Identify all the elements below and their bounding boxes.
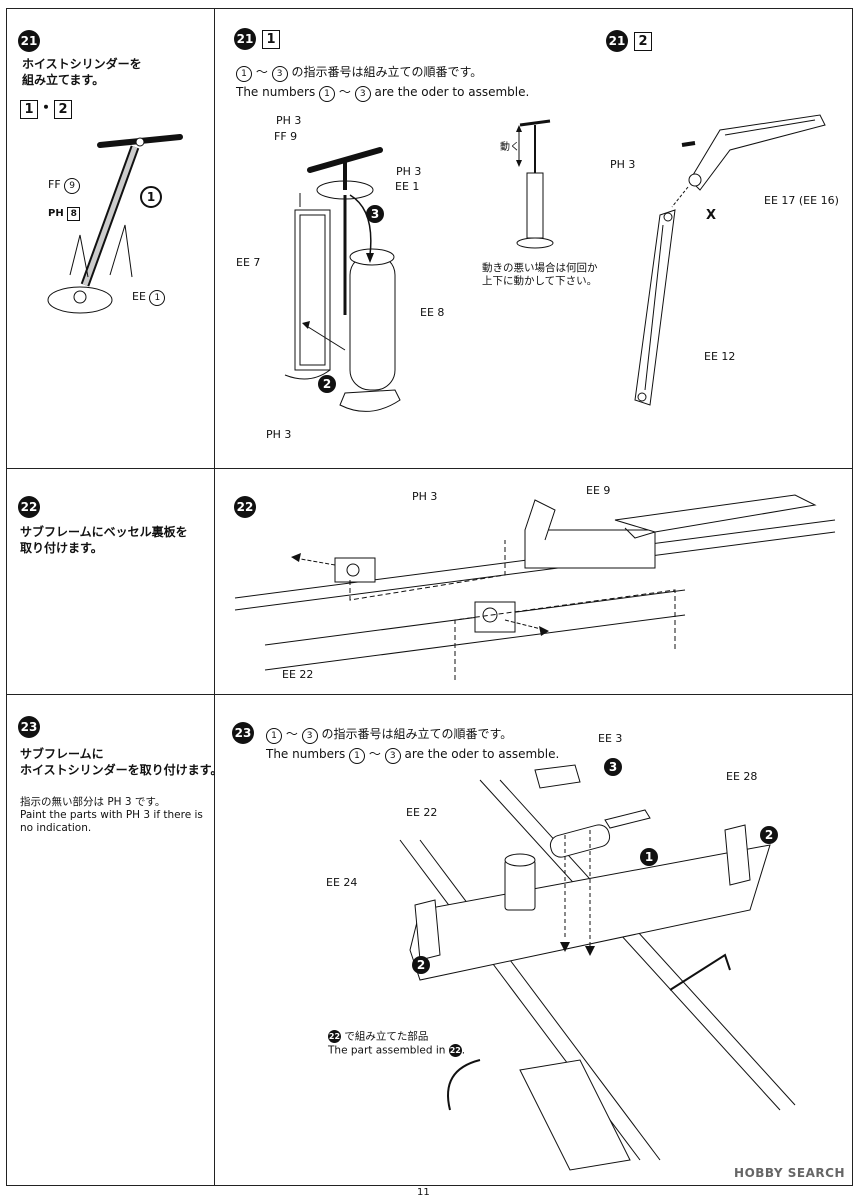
label-21-1-ph3: PH 3: [276, 114, 302, 127]
step-23-badge: 23: [18, 716, 40, 738]
order-23-2b: 2: [412, 956, 430, 974]
step-21-1-note-jp: 1 〜 3 の指示番号は組み立ての順番です。: [236, 64, 482, 82]
moving-cylinder-diagram: [516, 119, 554, 249]
step-23-diagram: [399, 764, 796, 1171]
label-21-1-ee7: EE 7: [236, 256, 261, 269]
order-2-marker: 2: [318, 375, 336, 393]
step-22-diagram: [234, 494, 836, 680]
order-3-marker: 3: [366, 205, 384, 223]
order-23-3: 3: [604, 758, 622, 776]
label-23-ee28: EE 28: [726, 770, 758, 783]
step-21-1-note-en: The numbers 1 〜 3 are the oder to assemb…: [236, 84, 529, 102]
step-23-title: サブフレームに ホイストシリンダーを取り付けます。: [20, 747, 223, 777]
step-21-2-diagram: [634, 114, 826, 406]
step-21-2-box: 2: [634, 32, 652, 51]
step-21-1-badge: 21: [234, 28, 256, 50]
page-number: 11: [417, 1187, 430, 1198]
row-divider-2: [6, 694, 853, 695]
step-23-note-en: The numbers 1 〜 3 are the oder to assemb…: [266, 746, 559, 764]
label-22-ee22: EE 22: [282, 668, 314, 681]
step-21-1-diagram: [284, 147, 401, 412]
row-divider-1: [6, 468, 853, 469]
move-label: 動く: [500, 142, 520, 153]
label-23-ee22: EE 22: [406, 806, 438, 819]
label-21-1-ff9: FF 9: [274, 130, 298, 143]
page-frame: [6, 8, 853, 1186]
order-23-1: 1: [640, 848, 658, 866]
step-21-badge: 21: [18, 30, 40, 52]
label-21-1-ph3b: PH 3: [396, 165, 422, 178]
label-22-ee9: EE 9: [586, 484, 611, 497]
label-21-2-x: X: [706, 208, 717, 223]
brand-watermark: HOBBY SEARCH: [734, 1166, 845, 1180]
label-21-2-ee12: EE 12: [704, 350, 736, 363]
label-ph8: PH 8: [48, 206, 81, 221]
step-21-title: ホイストシリンダーを 組み立てます。: [22, 57, 142, 87]
step-22-diagram-badge: 22: [234, 496, 256, 518]
step-22-title: サブフレームにベッセル裏板を 取り付けます。: [20, 525, 188, 555]
step-23-diagram-badge: 23: [232, 722, 254, 744]
step-21-2-badge: 21: [606, 30, 628, 52]
column-divider: [214, 8, 215, 1186]
step-23-note-jp: 1 〜 3 の指示番号は組み立ての順番です。: [266, 726, 512, 744]
order-23-2a: 2: [760, 826, 778, 844]
label-21-1-ee1: EE 1: [395, 180, 420, 193]
label-21-1-ee8: EE 8: [420, 306, 445, 319]
step-21-diagram: [47, 134, 183, 314]
label-22-ph3: PH 3: [412, 490, 438, 503]
label-ee1: EE 1: [132, 290, 166, 306]
move-hint: 動きの悪い場合は何回か 上下に動かして下さい。: [482, 262, 598, 287]
step-21-subrefs: 1・2: [20, 94, 73, 119]
label-21-2-ee17: EE 17 (EE 16): [764, 194, 839, 207]
step-21-1-box: 1: [262, 30, 280, 49]
assembled-note: 22 で組み立てた部品 The part assembled in 22.: [328, 1030, 466, 1057]
label-23-ee3: EE 3: [598, 732, 623, 745]
label-23-ee24: EE 24: [326, 876, 358, 889]
label-21-1-ph3c: PH 3: [266, 428, 292, 441]
step-23-paint-note: 指示の無い部分は PH 3 です。 Paint the parts with P…: [20, 796, 203, 834]
order-1-marker: 1: [140, 186, 162, 208]
label-21-2-ph3: PH 3: [610, 158, 636, 171]
label-ff9: FF 9: [48, 178, 81, 194]
step-22-badge: 22: [18, 496, 40, 518]
